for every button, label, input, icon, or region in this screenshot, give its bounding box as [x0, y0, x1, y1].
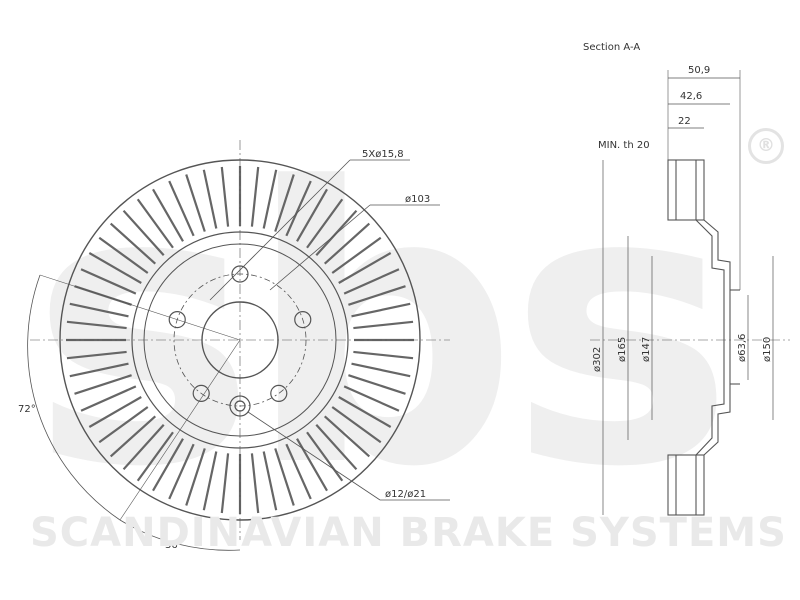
friction-ring-bottom — [667, 454, 705, 516]
cooling-vane — [285, 443, 312, 500]
cooling-vane — [185, 174, 206, 232]
cooling-vane — [306, 431, 344, 482]
cooling-vane — [69, 362, 129, 378]
cooling-vane — [274, 448, 295, 506]
cooling-vane — [74, 374, 132, 395]
bolt-hole — [270, 384, 288, 402]
cooling-vane — [296, 438, 328, 492]
friction-ring-top — [667, 159, 705, 221]
cooling-vane — [88, 396, 142, 428]
section-title: Section A-A — [583, 42, 640, 53]
cooling-vane — [109, 222, 157, 265]
min-thickness-label: MIN. th 20 — [598, 140, 650, 151]
dia-147-label: ø147 — [641, 337, 652, 362]
cooling-vane — [185, 448, 206, 506]
cooling-vane — [274, 174, 295, 232]
dia-center-label: ø63,6 — [737, 334, 748, 362]
cooling-vane — [202, 451, 218, 511]
cooling-vane — [122, 423, 165, 471]
cooling-vane — [98, 406, 149, 444]
angle-36-label: 36° — [165, 540, 183, 551]
cooling-vane — [331, 406, 382, 444]
cooling-vane — [323, 415, 371, 458]
cooling-vane — [80, 385, 137, 412]
cooling-vane — [351, 362, 411, 378]
bolt-holes-label: 5Xø15,8 — [362, 149, 404, 160]
cooling-vane — [202, 169, 218, 229]
cooling-vane — [168, 180, 195, 237]
cooling-vane — [66, 320, 127, 330]
dia-150-label: ø150 — [762, 337, 773, 362]
angle-arc-36 — [119, 519, 241, 551]
cooling-vane — [338, 252, 392, 284]
cooling-vane — [351, 302, 411, 318]
angle-ray-1 — [39, 274, 241, 341]
cooling-vane — [338, 396, 392, 428]
cooling-vane — [353, 350, 414, 360]
cooling-vane — [343, 385, 400, 412]
cooling-vanes — [66, 166, 414, 514]
cooling-vane — [69, 302, 129, 318]
dim-50-9-label: 50,9 — [688, 65, 710, 76]
dia-165-label: ø165 — [617, 337, 628, 362]
dim-22-label: 22 — [678, 116, 691, 127]
cooling-vane — [220, 453, 230, 514]
cooling-vane — [306, 198, 344, 249]
cooling-vane — [109, 415, 157, 458]
cooling-vane — [323, 222, 371, 265]
section-view — [590, 70, 790, 516]
cooling-vane — [98, 236, 149, 274]
dia-outer-label: ø302 — [592, 347, 603, 372]
registered-mark-icon: ® — [748, 128, 784, 164]
cooling-vane — [122, 209, 165, 257]
angle-arc-72 — [27, 274, 121, 521]
watermark-tagline: SCANDINAVIAN BRAKE SYSTEMS — [30, 510, 787, 556]
front-view — [27, 140, 450, 551]
cooling-vane — [80, 268, 137, 295]
cooling-vane — [88, 252, 142, 284]
bolt-hole — [192, 384, 210, 402]
sbs-logo-watermark: sbs — [30, 107, 734, 550]
cooling-vane — [285, 180, 312, 237]
cooling-vane — [220, 166, 230, 227]
cooling-vane — [315, 209, 358, 257]
bolt-hole — [294, 311, 312, 329]
dim-42-6-label: 42,6 — [680, 91, 702, 102]
watermark-logo: sbs — [30, 107, 724, 550]
leader-stud — [247, 411, 381, 501]
leader-pcd — [269, 204, 371, 291]
cooling-vane — [152, 438, 184, 492]
bolt-hole — [168, 311, 186, 329]
cooling-vane — [262, 169, 278, 229]
stud-label: ø12/ø21 — [385, 489, 426, 500]
cooling-vane — [262, 451, 278, 511]
cooling-vane — [66, 350, 127, 360]
cooling-vane — [343, 268, 400, 295]
pcd-label: ø103 — [405, 194, 430, 205]
cooling-vane — [250, 453, 260, 514]
cooling-vane — [348, 285, 406, 306]
cooling-vane — [296, 188, 328, 242]
cooling-vane — [348, 374, 406, 395]
cooling-vane — [331, 236, 382, 274]
cooling-vane — [136, 198, 174, 249]
leader-bolt — [209, 159, 351, 301]
cooling-vane — [136, 431, 174, 482]
angle-72-label: 72° — [18, 404, 36, 415]
cooling-vane — [250, 166, 260, 227]
cooling-vane — [152, 188, 184, 242]
cooling-vane — [168, 443, 195, 500]
cooling-vane — [315, 423, 358, 471]
hat-profile-inner — [695, 219, 725, 456]
cooling-vane — [353, 320, 414, 330]
hat-profile — [703, 219, 731, 456]
angle-ray-2 — [119, 339, 241, 521]
